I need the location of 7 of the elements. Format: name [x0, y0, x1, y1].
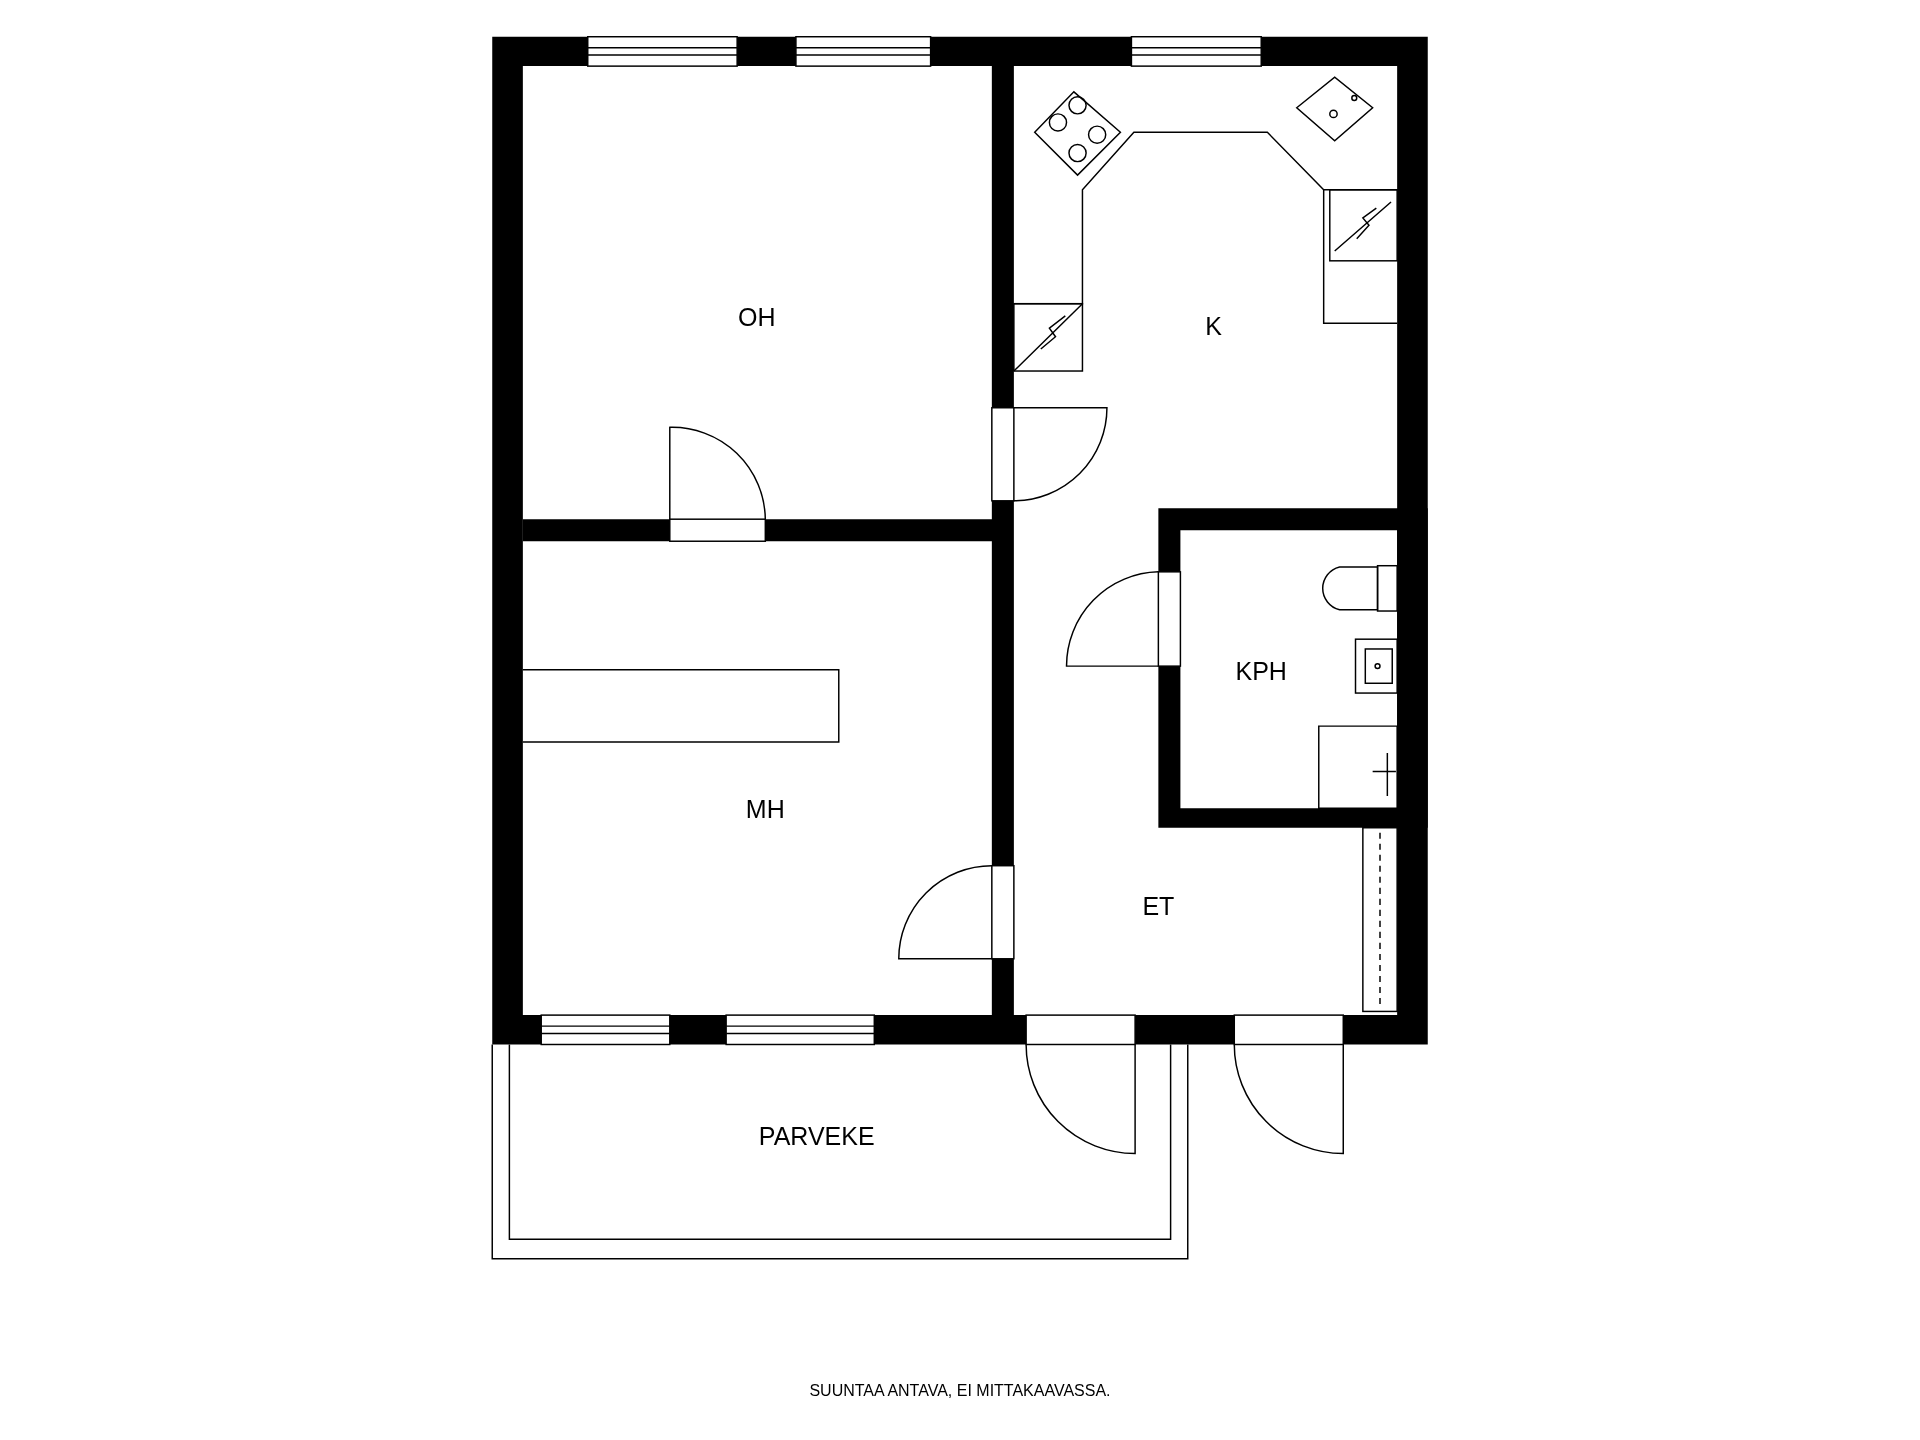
room-label: PARVEKE	[758, 1123, 875, 1149]
caption: SUUNTAA ANTAVA, EI MITTAKAAVASSA.	[809, 1383, 1111, 1399]
room-label: MH	[745, 796, 785, 822]
room-label: ET	[1142, 893, 1175, 919]
room-label: K	[1205, 313, 1222, 339]
room-label: OH	[738, 304, 776, 330]
room-label: KPH	[1235, 658, 1287, 684]
